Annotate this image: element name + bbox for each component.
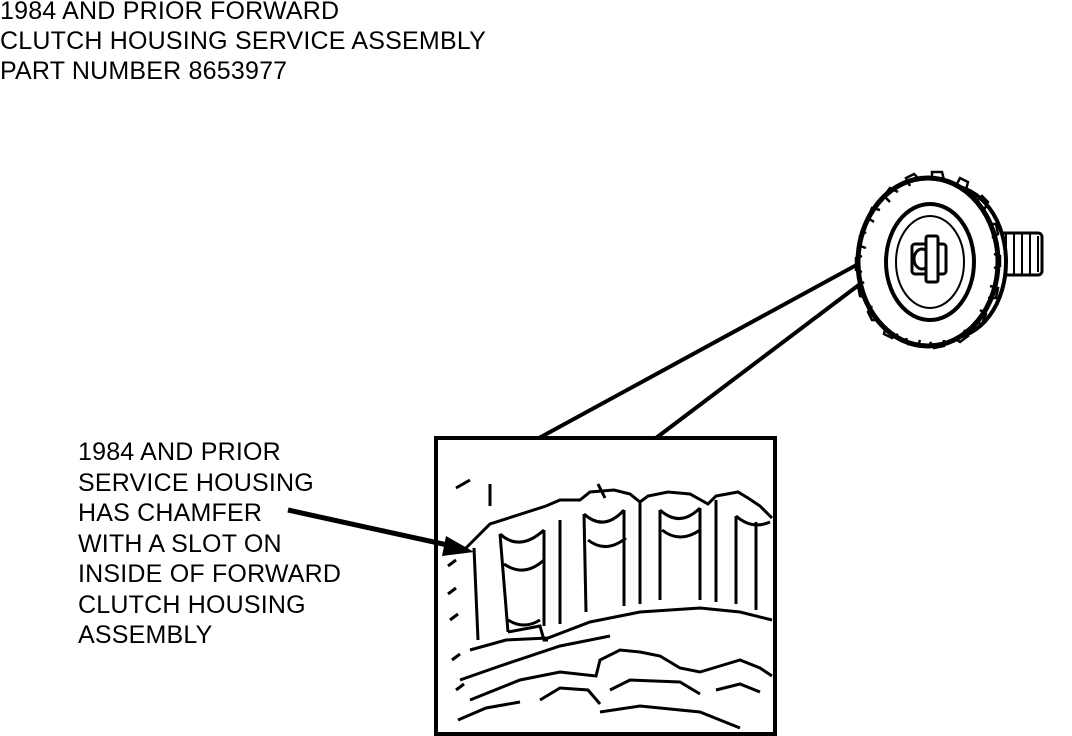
callout-line-1: 1984 AND PRIOR	[78, 438, 281, 466]
title-line-3: PART NUMBER 8653977	[0, 57, 288, 85]
arrow-head-icon	[442, 536, 474, 556]
callout-line-3: HAS CHAMFER	[78, 499, 263, 527]
clutch-housing-overview	[854, 170, 1044, 350]
title-line-2: CLUTCH HOUSING SERVICE ASSEMBLY	[0, 27, 486, 55]
diagram-title: 1984 AND PRIOR FORWARD CLUTCH HOUSING SE…	[0, 0, 486, 86]
callout-text: 1984 AND PRIOR SERVICE HOUSING HAS CHAMF…	[78, 437, 341, 651]
detail-housing-drawing	[447, 478, 774, 730]
drum-splines	[854, 170, 1002, 350]
callout-line-7: ASSEMBLY	[78, 621, 213, 649]
callout-line-6: CLUTCH HOUSING	[78, 590, 306, 619]
title-line-1: 1984 AND PRIOR FORWARD	[0, 0, 340, 25]
callout-line-4: WITH A SLOT ON	[78, 529, 282, 558]
detail-view	[434, 436, 777, 736]
callout-line-5: INSIDE OF FORWARD	[78, 560, 342, 588]
magnification-leader-lines	[538, 260, 870, 440]
callout-arrow	[287, 507, 474, 556]
callout-line-2: SERVICE HOUSING	[78, 468, 314, 497]
